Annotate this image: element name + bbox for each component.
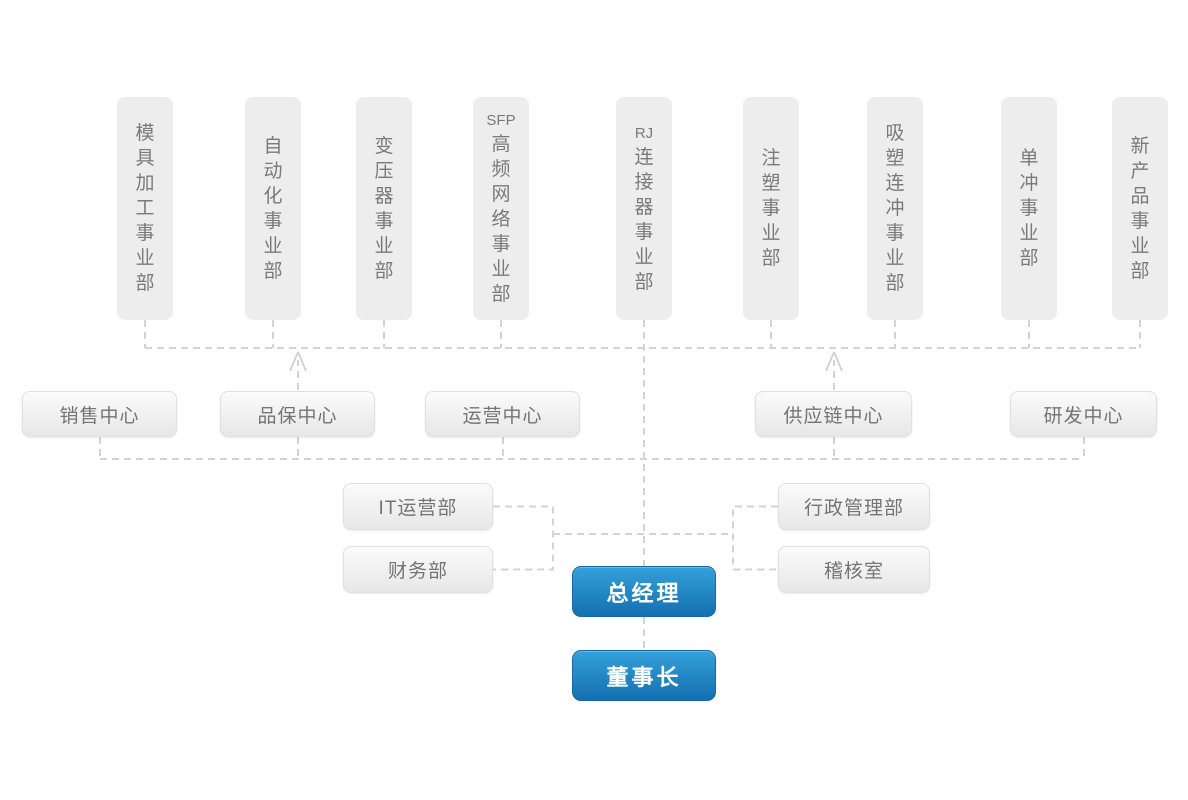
department-box-administration-dept: 行政管理部 [778,483,930,530]
unit-latin-prefix: RJ [634,124,654,142]
chairman-box: 董事长 [572,650,716,701]
general-manager-box: 总经理 [572,566,716,617]
business-unit-box-transformer: 变压器事业部 [356,97,412,320]
business-unit-box-mold-processing: 模具加工事业部 [117,97,173,320]
department-box-it-operations-dept: IT运营部 [343,483,493,530]
center-box-sales-center: 销售中心 [22,391,177,437]
business-unit-box-new-product: 新产品事业部 [1112,97,1168,320]
business-unit-box-injection-molding: 注塑事业部 [743,97,799,320]
center-box-supply-chain-center: 供应链中心 [755,391,912,437]
center-box-rd-center: 研发中心 [1010,391,1157,437]
business-unit-box-single-punch: 单冲事业部 [1001,97,1057,320]
business-unit-box-automation: 自动化事业部 [245,97,301,320]
center-box-qa-center: 品保中心 [220,391,375,437]
department-box-finance-dept: 财务部 [343,546,493,593]
center-box-operations-center: 运营中心 [425,391,580,437]
unit-latin-prefix: SFP [486,112,516,129]
business-unit-box-blister-punch: 吸塑连冲事业部 [867,97,923,320]
department-box-audit-office: 稽核室 [778,546,930,593]
